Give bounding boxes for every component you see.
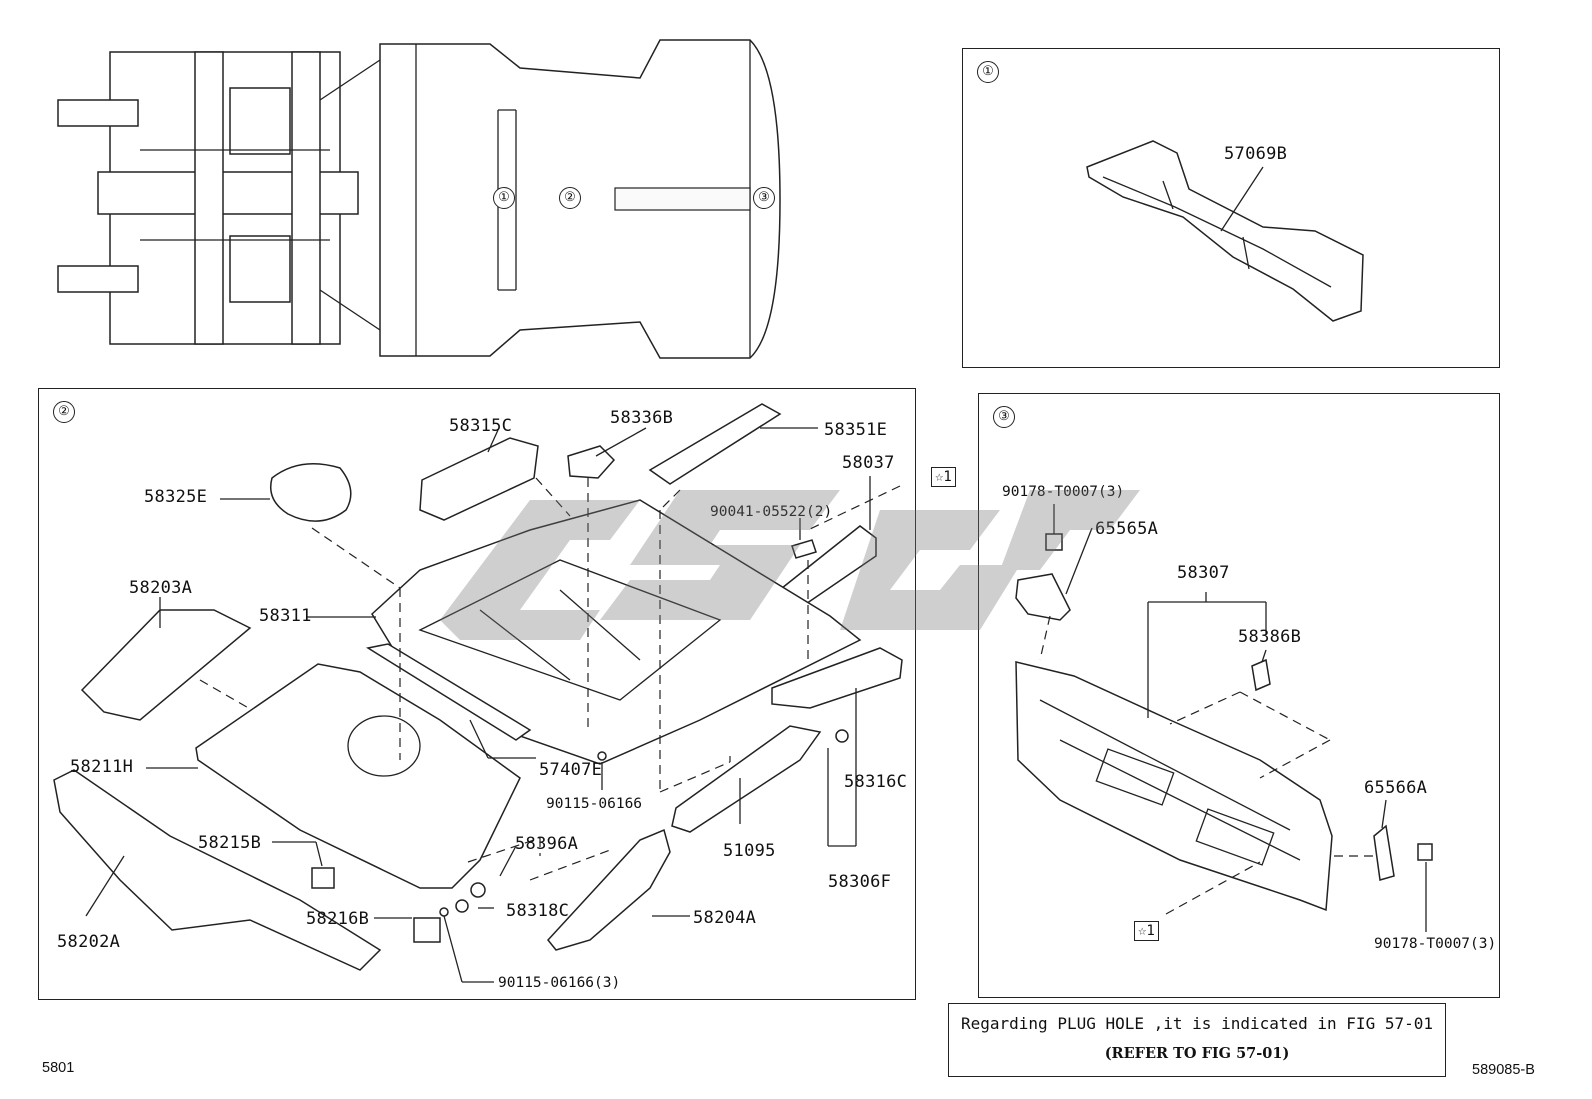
part-label-58316C: 58316C: [844, 772, 908, 792]
reference-star-1-panel3: ☆1: [1134, 921, 1159, 941]
part-label-58386B: 58386B: [1238, 627, 1302, 647]
part-label-90178-T0007-bottom: 90178-T0007(3): [1374, 936, 1497, 952]
part-label-58307: 58307: [1177, 563, 1230, 583]
part-label-58325E: 58325E: [144, 487, 208, 507]
section-marker-3: ③: [753, 187, 775, 209]
panel-3-marker: ③: [993, 406, 1015, 428]
part-label-58204A: 58204A: [693, 908, 757, 928]
part-label-57407E: 57407E: [539, 760, 603, 780]
part-label-90115-06166-3: 90115-06166(3): [498, 975, 621, 991]
note-line-2: (REFER TO FIG 57-01): [1104, 1045, 1290, 1062]
part-label-90115-06166: 90115-06166: [546, 796, 643, 812]
figure-number-left: 5801: [42, 1060, 75, 1076]
part-label-58037: 58037: [842, 453, 895, 473]
plug-hole-note: Regarding PLUG HOLE ,it is indicated in …: [948, 1003, 1446, 1077]
panel-2-marker: ②: [53, 401, 75, 423]
part-57069B-drawing: [1086, 140, 1364, 322]
watermark-logo: [440, 490, 1140, 640]
section-marker-2: ②: [559, 187, 581, 209]
part-label-58311: 58311: [259, 606, 312, 626]
part-label-58396A: 58396A: [515, 834, 579, 854]
section-marker-1: ①: [493, 187, 515, 209]
part-label-58318C: 58318C: [506, 901, 570, 921]
part-label-65566A: 65566A: [1364, 778, 1428, 798]
part-label-58351E: 58351E: [824, 420, 888, 440]
part-label-51095: 51095: [723, 841, 776, 861]
part-label-90178-T0007-top: 90178-T0007(3): [1002, 484, 1124, 500]
overview-diagram: ① ② ③: [0, 0, 820, 380]
detail-panel-1: ① 57069B: [962, 48, 1500, 368]
part-label-57069B: 57069B: [1224, 144, 1288, 164]
reference-star-1-panel2: ☆1: [931, 467, 956, 487]
part-label-58315C: 58315C: [449, 416, 513, 436]
figure-number-right: 589085-B: [1472, 1062, 1535, 1078]
panel-1-marker: ①: [977, 61, 999, 83]
part-label-58336B: 58336B: [610, 408, 674, 428]
part-label-58203A: 58203A: [129, 578, 193, 598]
part-label-58215B: 58215B: [198, 833, 262, 853]
part-label-58216B: 58216B: [306, 909, 370, 929]
part-label-90041-05522: 90041-05522(2): [710, 504, 832, 520]
note-line-1: Regarding PLUG HOLE ,it is indicated in …: [960, 1014, 1433, 1033]
part-label-58306F: 58306F: [828, 872, 892, 892]
underbody-outline-drawing: [57, 39, 781, 359]
part-label-65565A: 65565A: [1095, 519, 1159, 539]
part-label-58211H: 58211H: [70, 757, 134, 777]
part-label-58202A: 58202A: [57, 932, 121, 952]
